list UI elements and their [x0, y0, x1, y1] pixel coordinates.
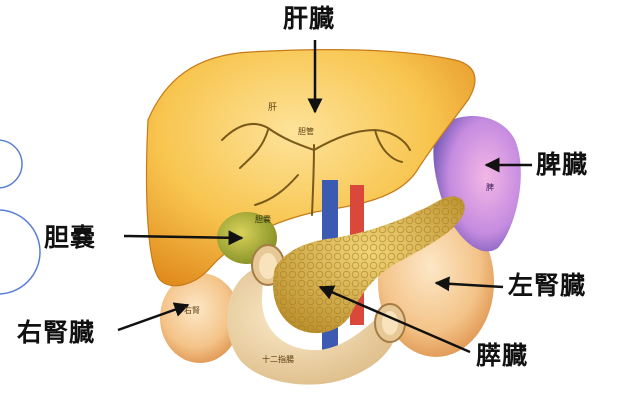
organ-label-spleen: 脾 [486, 182, 494, 192]
edge-arc-1 [0, 140, 22, 188]
organ-label-duodenum: 十二指腸 [262, 354, 294, 364]
callout-liver: 肝臓 [283, 6, 335, 31]
organ-label-bile-duct: 胆管 [298, 126, 314, 136]
callout-gallbladder: 胆嚢 [44, 225, 96, 250]
callout-pancreas: 膵臓 [476, 343, 528, 368]
callout-left-kidney: 左腎臓 [508, 273, 586, 298]
organ-label-gallbladder: 胆嚢 [255, 214, 271, 224]
organ-label-liver: 肝 [268, 102, 277, 113]
organ-label-right-kidney: 右腎 [184, 305, 200, 315]
edge-arc-2 [0, 210, 40, 294]
callout-right-kidney: 右腎臓 [17, 320, 95, 345]
callout-spleen: 脾臓 [536, 152, 588, 177]
